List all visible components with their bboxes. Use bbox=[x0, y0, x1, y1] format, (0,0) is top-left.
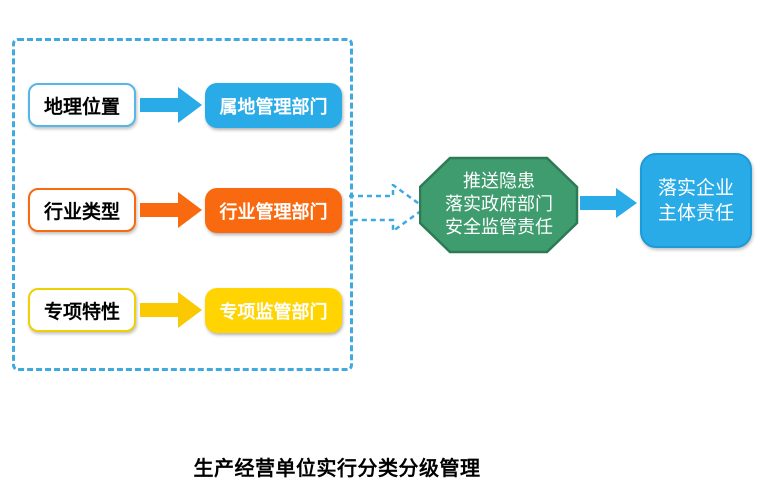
dept-box-special-supervision: 专项监管部门 bbox=[205, 288, 342, 333]
hub-line-3: 安全监管责任 bbox=[445, 217, 553, 237]
dashed-arrow-right-icon bbox=[349, 184, 428, 232]
dept-label-industry: 行业管理部门 bbox=[219, 201, 328, 222]
result-box-enterprise-responsibility: 落实企业 主体责任 bbox=[640, 153, 752, 248]
diagram-caption: 生产经营单位实行分类分级管理 bbox=[193, 458, 481, 480]
factor-box-geography: 地理位置 bbox=[28, 83, 136, 127]
hub-line-2: 落实政府部门 bbox=[445, 194, 553, 214]
result-line-2: 主体责任 bbox=[657, 202, 734, 224]
dept-label-special-supervision: 专项监管部门 bbox=[219, 301, 328, 322]
classification-frame bbox=[12, 38, 353, 371]
arrow-right-icon bbox=[580, 188, 637, 218]
hub-text-block: 推送隐患 落实政府部门 安全监管责任 bbox=[419, 170, 579, 239]
arrow-right-icon bbox=[140, 292, 202, 328]
dept-box-industry: 行业管理部门 bbox=[205, 188, 342, 233]
dept-label-territorial: 属地管理部门 bbox=[219, 96, 328, 117]
hub-line-1: 推送隐患 bbox=[463, 171, 535, 191]
arrow-right-icon bbox=[140, 192, 202, 228]
factor-label-geography: 地理位置 bbox=[43, 96, 120, 118]
factor-box-special: 专项特性 bbox=[28, 288, 136, 332]
result-line-1: 落实企业 bbox=[657, 177, 734, 199]
octagon-shape bbox=[419, 156, 579, 254]
factor-box-industry: 行业类型 bbox=[28, 188, 136, 232]
dept-box-territorial: 属地管理部门 bbox=[205, 83, 342, 128]
arrow-right-icon bbox=[140, 87, 202, 123]
factor-label-industry: 行业类型 bbox=[43, 201, 120, 223]
factor-label-special: 专项特性 bbox=[43, 301, 120, 323]
